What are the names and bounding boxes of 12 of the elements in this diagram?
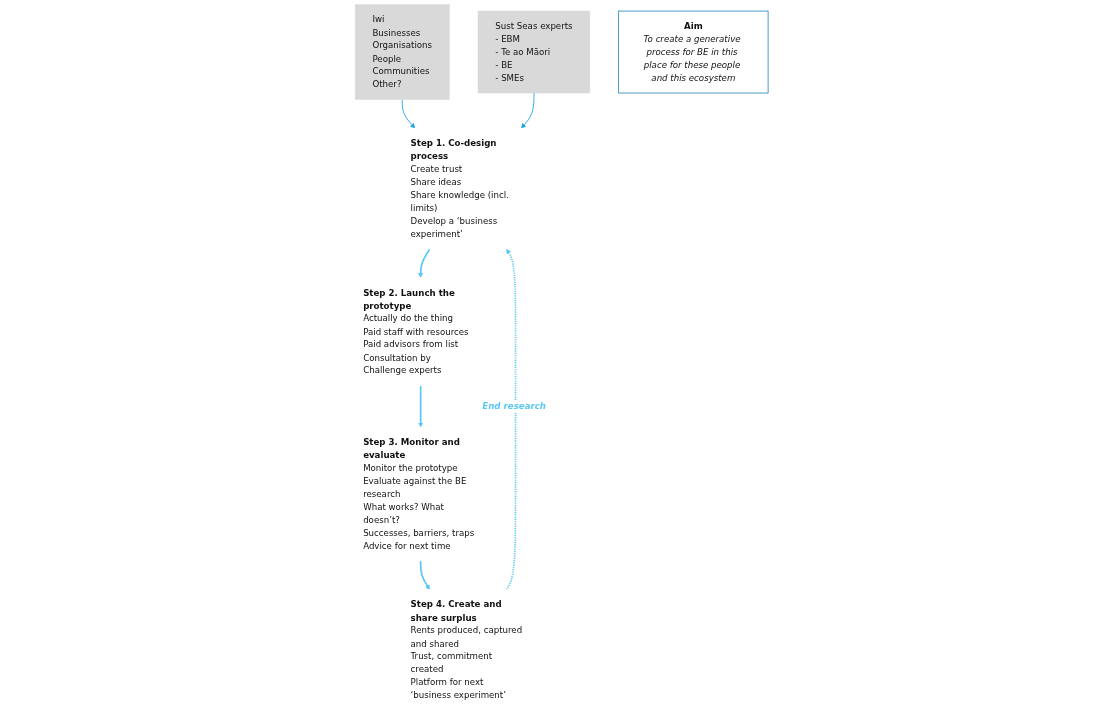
arrow — [419, 560, 430, 590]
arrow — [505, 248, 517, 591]
node-box: Aim To create a generative process for BE in this place for these people and this ecosystem — [618, 10, 769, 94]
node-text: Step 1. Co-design process Create trust Share ideas Share knowledge (incl. limits) Develop a ‘business experiment’ — [410, 138, 509, 239]
arrow — [418, 248, 431, 278]
node-box: Iwi Businesses Organisations People Communities Other? — [354, 4, 450, 100]
node-box: Sust Seas experts - EBM - Te ao Māori - BE - SMEs — [477, 10, 591, 94]
node-text: Step 2. Launch the prototype Actually do the thing Paid staff with resources Paid advisors from list Consultation by Challenge experts — [363, 287, 469, 376]
node-text: Step 3. Monitor and evaluate Monitor the prototype Evaluate against the BE research What works? What doesn’t? Successes, barriers, traps Advice for next time — [363, 436, 475, 551]
edge-label: End research — [482, 401, 546, 412]
node-text: Step 4. Create and share surplus Rents produced, captured and shared Trust, commitment created Platform for next ‘business experiment’ — [410, 599, 523, 701]
arrow — [418, 384, 424, 428]
